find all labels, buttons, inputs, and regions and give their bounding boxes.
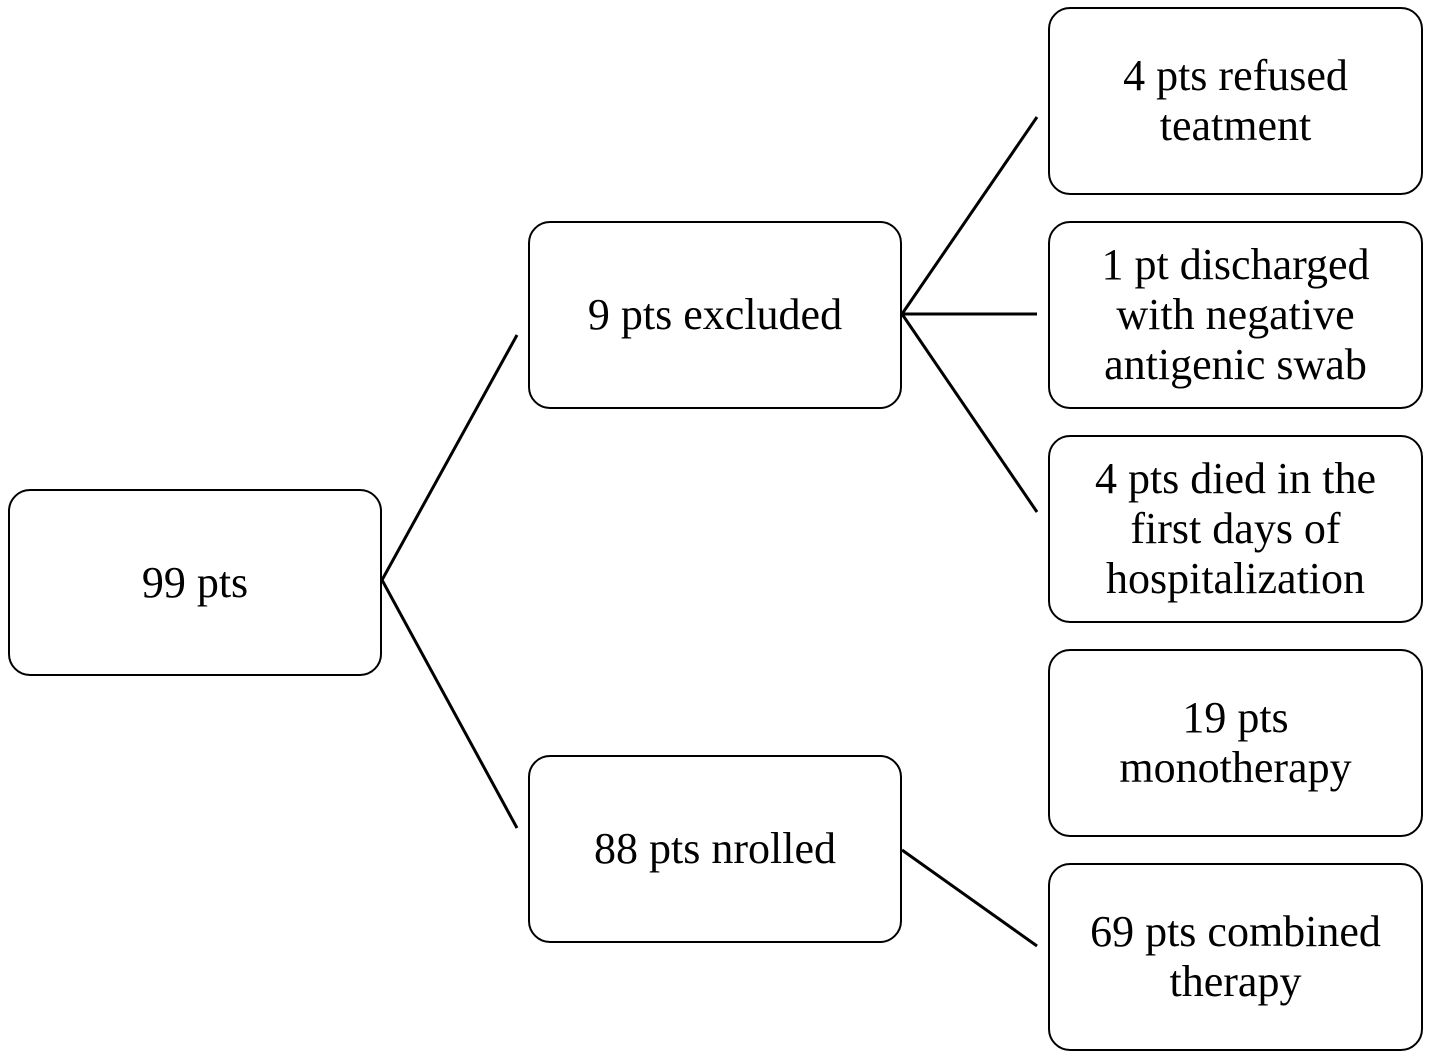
node-refused-treatment-label: 4 pts refused teatment — [1123, 51, 1348, 150]
node-excluded-patients-label: 9 pts excluded — [587, 290, 843, 339]
node-total-patients: 99 pts — [8, 489, 382, 676]
connector-excluded-died — [900, 313, 1039, 513]
node-combined-therapy: 69 pts combined therapy — [1048, 863, 1423, 1051]
node-enrolled-patients-label: 88 pts nrolled — [594, 824, 836, 873]
node-total-patients-label: 99 pts — [141, 557, 249, 607]
connector-root-excluded — [380, 334, 519, 581]
connector-enrolled-combined — [901, 848, 1038, 948]
node-monotherapy-label: 19 pts monotherapy — [1119, 693, 1352, 792]
node-discharged-negative-swab: 1 pt discharged with negative antigenic … — [1048, 221, 1423, 409]
connector-excluded-refused — [900, 116, 1039, 315]
connector-root-enrolled — [380, 579, 519, 829]
node-died-early-label: 4 pts died in the first days of hospital… — [1094, 454, 1377, 603]
node-died-early: 4 pts died in the first days of hospital… — [1048, 435, 1423, 623]
node-combined-therapy-label: 69 pts combined therapy — [1090, 907, 1381, 1006]
node-refused-treatment: 4 pts refused teatment — [1048, 7, 1423, 195]
node-monotherapy: 19 pts monotherapy — [1048, 649, 1423, 837]
node-discharged-negative-swab-label: 1 pt discharged with negative antigenic … — [1101, 240, 1370, 389]
node-enrolled-patients: 88 pts nrolled — [528, 755, 902, 943]
node-excluded-patients: 9 pts excluded — [528, 221, 902, 409]
